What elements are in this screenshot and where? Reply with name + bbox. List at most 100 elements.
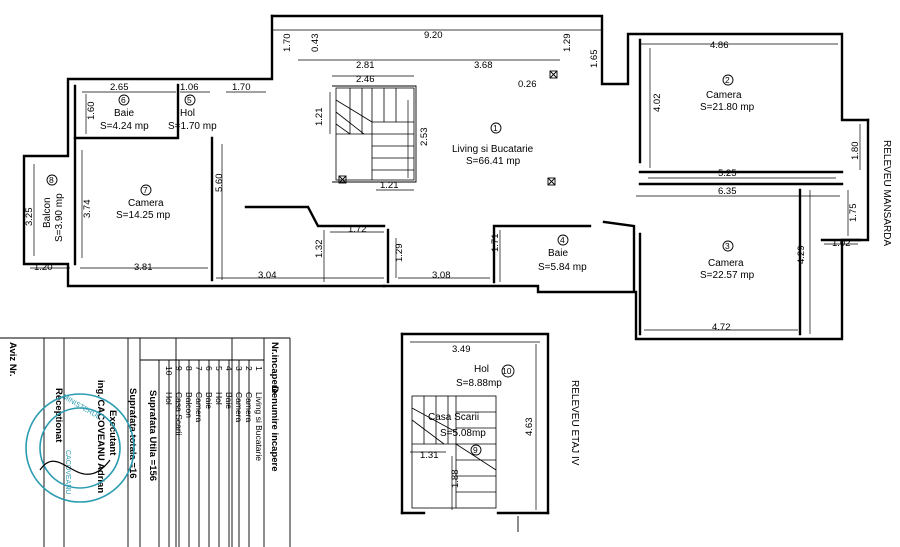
room-4-area: S=5.84 mp [538,262,587,273]
room-2-name: Camera [706,90,742,101]
dim-3-68: 3.68 [474,60,493,71]
room-1-name: Living si Bucatarie [452,144,534,155]
legend-row-number: 4 [224,366,234,371]
room-1-number: 1 [493,123,498,133]
dim-4-02: 4.02 [652,94,663,113]
legend-row-name: Baie [224,392,234,409]
room-6-area: S=4.24 mp [100,121,149,132]
legend-row-number: 6 [204,366,214,371]
dim-9-20: 9.20 [424,30,443,41]
stairwell-plan: 3.49 4.63 1.31 1.88 10 Hol S=8.88mp Casa… [400,332,550,532]
room-2-number: 2 [725,75,730,85]
room-7-number: 7 [143,185,148,195]
legend-header-name: Denumire incapere [269,386,280,472]
dim-1-71: 1.71 [490,234,501,253]
dim-6-35: 6.35 [718,186,737,197]
legend-row-name: Hol [164,392,174,405]
legend-row-number: 8 [184,366,194,371]
dim-1-20: 1.20 [34,262,53,273]
dim-1-88: 1.88 [450,470,461,489]
legend-row-number: 9 [174,366,184,371]
room-3-number: 3 [725,241,730,251]
main-stair [335,87,415,181]
dimension-lines [30,29,861,334]
legend-row-name: Living si Bucatarie [254,392,264,461]
walls [22,14,870,341]
legend-row-number: 5 [214,366,224,371]
room-9-name: Casa Scarii [428,412,479,423]
plan-title-etaj-iv: RELEVEU ETAJ IV [569,380,580,466]
room-9-area: S=5.08mp [440,428,486,439]
legend-row-name: Baie [204,392,214,409]
room-6-name: Baie [114,108,134,119]
dim-4-63: 4.63 [524,418,535,437]
room-4-number: 4 [560,235,565,245]
room-3-name: Camera [708,258,744,269]
dim-1-29b: 1.29 [394,244,405,263]
dim-2-65: 2.65 [110,82,129,93]
legend-row-name: Balcon [184,392,194,418]
dim-5-60: 5.60 [214,174,225,193]
room-labels: 1 Living si Bucatarie S=66.41 mp 2 Camer… [42,74,755,281]
legend-row-number: 10 [164,366,174,376]
dim-4-29: 4.29 [796,246,807,265]
legend-engineer: ing. CACOVEANU Adrian [95,380,106,493]
fixture-markers [338,70,558,186]
dim-1-21a: 1.21 [314,108,325,127]
room-8-area: S=3.90 mp [54,193,65,242]
room-7-name: Camera [128,198,164,209]
dim-1-31: 1.31 [420,450,439,461]
room-7-area: S=14.25 mp [116,210,171,221]
legend-row-number: 7 [194,366,204,371]
room-8-name: Balcon [42,197,53,228]
dim-3-25: 3.25 [24,208,35,227]
legend-receptionat: Receptionat [53,388,64,443]
dim-1-65: 1.65 [589,50,600,69]
dim-1-75: 1.75 [848,204,859,223]
dim-0-26: 0.26 [518,79,537,90]
room-10-number: 10 [502,366,512,376]
plan-title-mansarda: RELEVEU MANSARDA [881,140,892,246]
dim-5-25: 5.25 [718,168,737,179]
legend-row-number: 1 [254,366,264,371]
dim-1-60: 1.60 [86,102,97,121]
room-2-area: S=21.80 mp [700,102,755,113]
dim-3-08: 3.08 [432,270,451,281]
legend-row-number: 2 [244,366,254,371]
legend-executant: Executant [107,410,118,456]
legend-row-name: Hol [214,392,224,405]
dim-1-32: 1.32 [314,240,325,259]
legend-row-name: Camera [194,392,204,423]
dim-3-04: 3.04 [258,270,277,281]
dim-3-74: 3.74 [82,200,93,219]
room-10-area: S=8.88mp [456,378,502,389]
dim-0-43: 0.43 [310,34,321,53]
dim-2-81: 2.81 [356,60,375,71]
legend-header-number: Nr.incapere [269,342,280,394]
dim-1-80: 1.80 [850,142,861,161]
dim-1-72: 1.72 [348,224,367,235]
room-5-area: S=1.70 mp [168,121,217,132]
legend-row-name: Camera [244,392,254,423]
room-8-number: 8 [49,175,54,185]
dim-1-29: 1.29 [562,34,573,53]
dim-1-70b: 1.70 [232,82,251,93]
dim-3-81: 3.81 [134,262,153,273]
room-10-name: Hol [474,364,489,375]
dim-4-72: 4.72 [712,322,731,333]
room-1-area: S=66.41 mp [466,156,521,167]
room-6-number: 6 [121,95,126,105]
dimension-labels: 9.20 1.70 0.43 2.81 3.68 1.29 1.65 4.86 … [24,30,861,333]
room-3-area: S=22.57 mp [700,270,755,281]
svg-text:CACOVEANU: CACOVEANU [64,450,71,494]
room-5-number: 5 [187,95,192,105]
legend-row-name: Camera [234,392,244,423]
room-5-name: Hol [180,108,195,119]
legend-row-name: Casa Scarii [174,392,184,436]
dim-1-02: 1.02 [832,238,851,249]
room-4-name: Baie [548,248,568,259]
dim-2-53: 2.53 [419,128,430,147]
